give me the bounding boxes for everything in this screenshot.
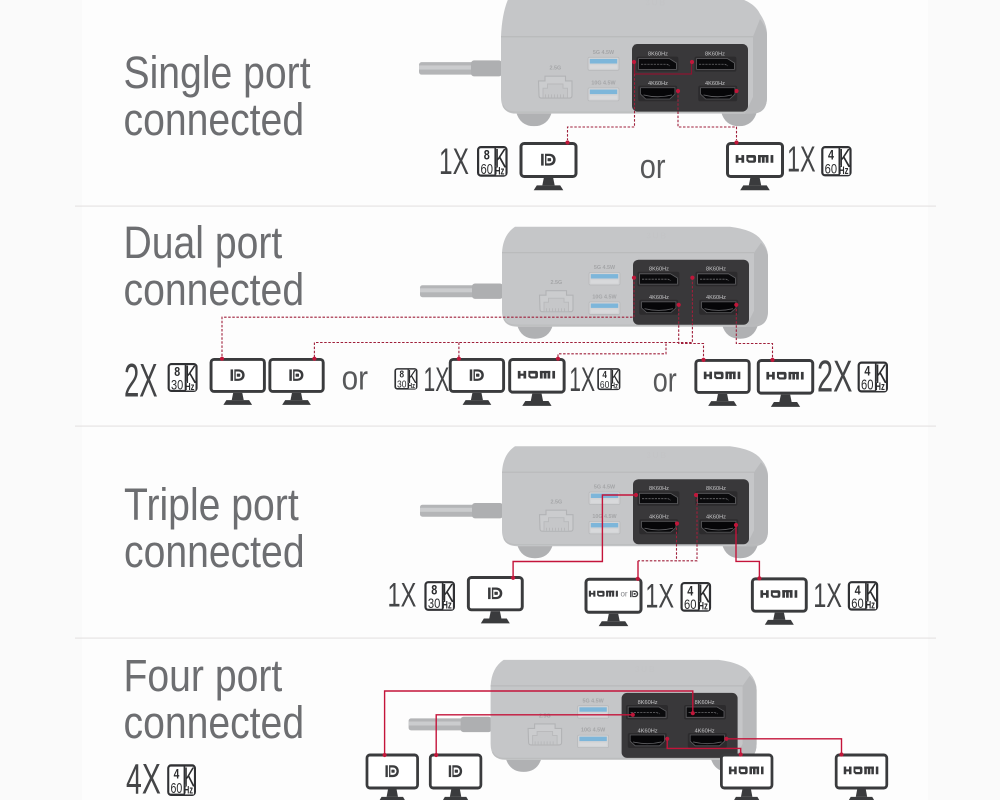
svg-text:8: 8 [400,369,405,380]
svg-text:Hz: Hz [698,600,708,611]
svg-text:4K60Hz: 4K60Hz [649,295,669,301]
svg-text:8: 8 [431,582,437,597]
svg-text:10G 4.5W: 10G 4.5W [592,514,617,520]
svg-text:1X: 1X [439,141,469,182]
svg-text:Hz: Hz [185,381,195,392]
svg-text:or: or [342,359,369,397]
svg-text:4X: 4X [126,755,161,800]
svg-text:4: 4 [828,147,834,163]
svg-text:8: 8 [174,364,180,379]
svg-text:60: 60 [684,597,696,612]
svg-text:30: 30 [428,596,440,611]
svg-text:1X: 1X [645,577,674,615]
svg-text:60: 60 [170,779,182,796]
svg-text:Triple port: Triple port [124,479,299,529]
svg-text:60: 60 [600,378,609,390]
svg-text:4K60Hz: 4K60Hz [649,515,669,521]
svg-text:8K60Hz: 8K60Hz [706,486,726,492]
svg-text:1X: 1X [569,360,595,398]
svg-text:K: K [408,367,417,388]
svg-text:Hz: Hz [442,599,452,610]
svg-text:4: 4 [174,766,180,782]
svg-text:5G 4.5W: 5G 4.5W [594,265,616,271]
svg-text:Four port: Four port [124,650,283,700]
svg-text:8K60Hz: 8K60Hz [649,486,669,492]
svg-text:or: or [620,590,627,599]
svg-text:8K60Hz: 8K60Hz [695,700,715,706]
svg-text:5G 4.5W: 5G 4.5W [594,485,616,491]
svg-text:Hz: Hz [839,165,849,178]
svg-text:4: 4 [687,583,693,598]
svg-text:3UB: 3UB [645,0,666,8]
svg-text:10G 4.5W: 10G 4.5W [581,728,606,734]
svg-text:1X: 1X [388,576,417,614]
svg-text:2X: 2X [124,355,158,407]
svg-text:60: 60 [861,376,873,393]
svg-text:10G 4.5W: 10G 4.5W [591,80,616,86]
svg-text:4: 4 [602,369,607,380]
svg-text:4K60Hz: 4K60Hz [695,728,715,734]
svg-text:4K60Hz: 4K60Hz [638,728,658,734]
svg-text:2.5G: 2.5G [550,500,562,506]
svg-text:4K60Hz: 4K60Hz [706,515,726,521]
svg-text:K: K [184,761,195,792]
svg-text:2.5G: 2.5G [550,280,562,286]
svg-text:Dual port: Dual port [124,217,283,267]
svg-text:K: K [185,360,197,389]
svg-text:Single port: Single port [124,47,311,97]
svg-text:K: K [839,144,851,173]
svg-text:8K60Hz: 8K60Hz [649,267,669,273]
svg-text:K: K [875,358,887,389]
svg-text:4K60Hz: 4K60Hz [705,81,725,87]
svg-text:60: 60 [825,160,837,177]
svg-text:8K60Hz: 8K60Hz [638,700,658,706]
svg-text:60: 60 [851,596,863,611]
svg-text:1X: 1X [424,360,450,398]
svg-text:4: 4 [864,363,870,379]
svg-text:4K60Hz: 4K60Hz [706,295,726,301]
svg-text:Hz: Hz [495,165,505,178]
svg-text:2X: 2X [817,351,852,401]
svg-text:K: K [698,579,710,608]
svg-text:1X: 1X [787,139,816,179]
svg-text:or: or [653,360,677,399]
svg-text:connected: connected [124,264,305,314]
svg-text:4: 4 [855,582,861,597]
svg-text:Hz: Hz [866,599,876,610]
svg-text:or: or [640,146,666,185]
svg-text:3UB: 3UB [646,450,668,460]
svg-text:4K60Hz: 4K60Hz [648,81,668,87]
svg-text:10G 4.5W: 10G 4.5W [592,295,617,301]
svg-text:1X: 1X [813,577,842,615]
svg-text:Hz: Hz [184,784,193,797]
svg-text:2.5G: 2.5G [549,65,561,71]
svg-text:5G 4.5W: 5G 4.5W [593,50,615,56]
svg-text:5G 4.5W: 5G 4.5W [582,698,604,704]
svg-text:8K60Hz: 8K60Hz [705,51,725,57]
svg-text:connected: connected [124,526,305,576]
svg-text:K: K [442,578,454,607]
svg-text:8: 8 [484,147,490,163]
svg-text:Hz: Hz [611,383,619,391]
svg-text:3UB: 3UB [646,231,668,241]
svg-text:60: 60 [480,160,492,177]
svg-text:Hz: Hz [875,381,885,394]
svg-text:30: 30 [397,379,406,390]
svg-text:K: K [611,367,620,388]
svg-text:8K60Hz: 8K60Hz [648,51,668,57]
svg-text:connected: connected [124,94,305,144]
svg-text:Hz: Hz [408,382,416,390]
svg-text:2.5G: 2.5G [539,713,551,719]
svg-text:3UB: 3UB [635,664,657,674]
svg-text:connected: connected [124,697,305,747]
svg-text:K: K [865,578,877,607]
svg-text:K: K [495,144,507,173]
svg-text:30: 30 [171,377,183,392]
svg-text:8K60Hz: 8K60Hz [706,267,726,273]
